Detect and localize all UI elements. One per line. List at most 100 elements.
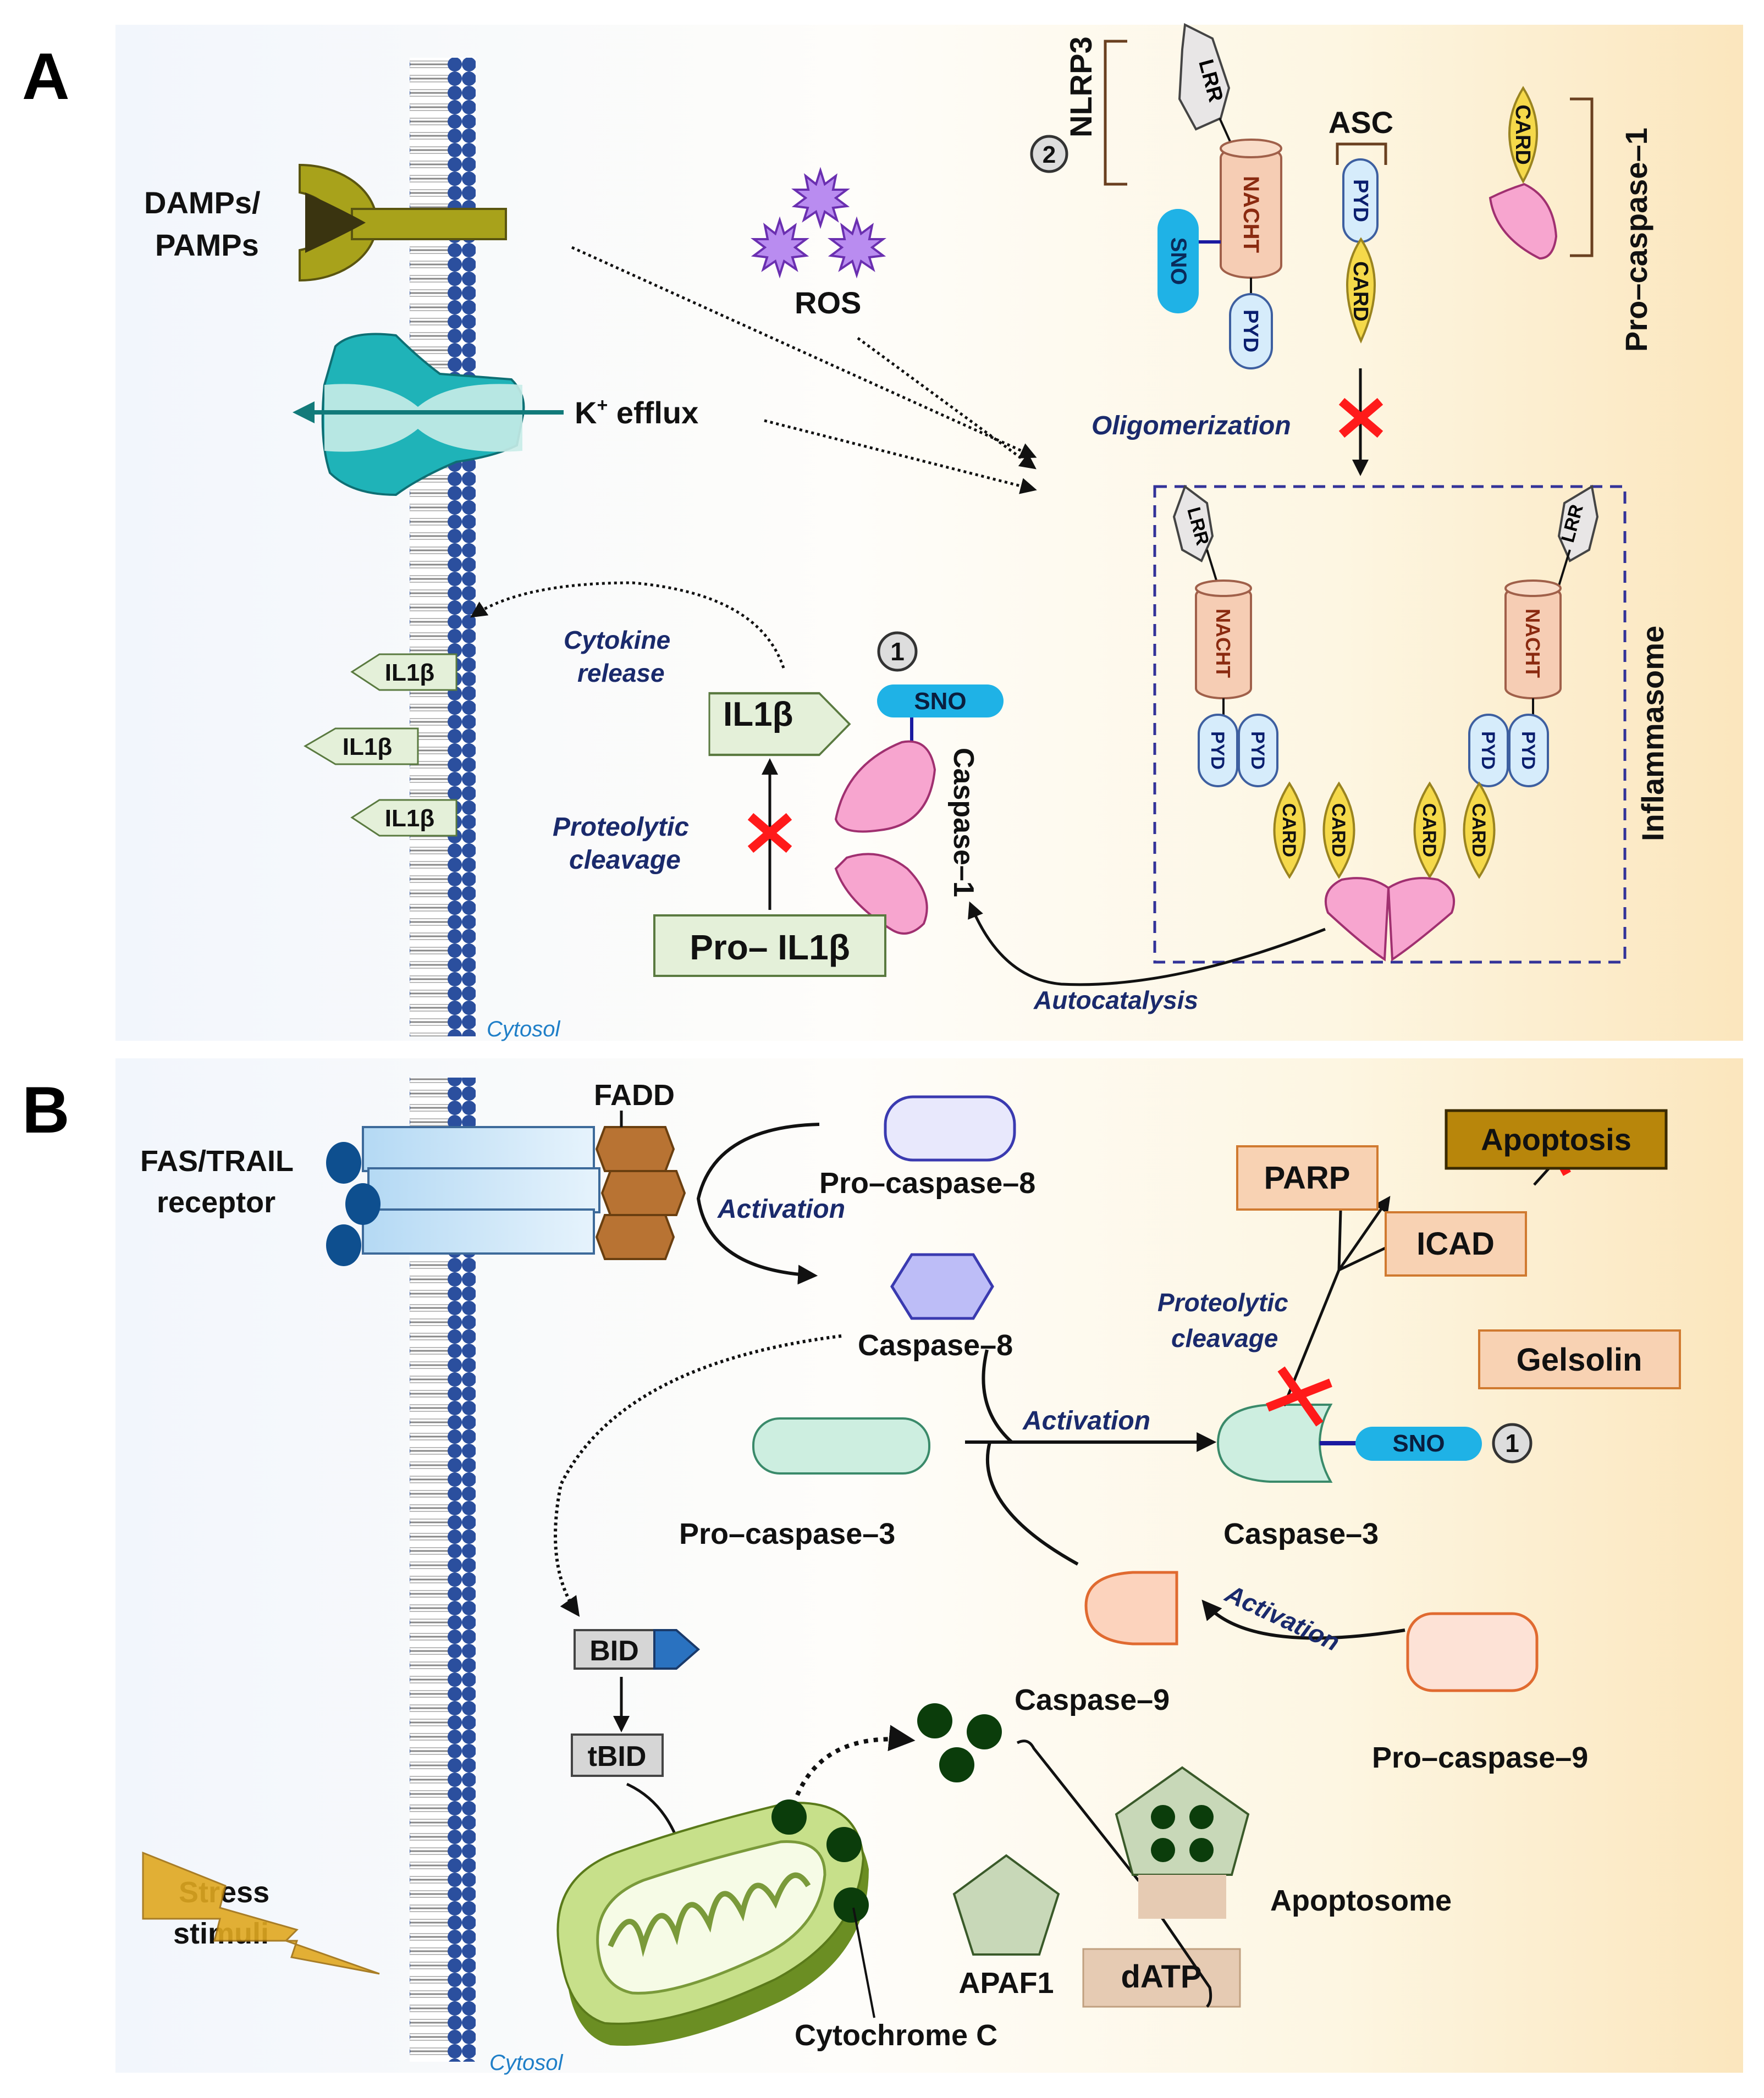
svg-text:IL1β: IL1β <box>385 659 434 686</box>
inhibition-x-icon <box>747 813 792 853</box>
activation-label-1: Activation <box>717 1195 845 1224</box>
autocatalysis-arrow <box>968 901 1326 986</box>
svg-text:NACHT: NACHT <box>1522 609 1544 678</box>
pro-caspase8-label: Pro–caspase–8 <box>819 1167 1035 1200</box>
caspase8-label: Caspase–8 <box>858 1329 1013 1362</box>
asc-label: ASC <box>1328 105 1393 140</box>
tbid-label: tBID <box>588 1741 647 1773</box>
panel-a: A Cytosol DAMPs/ PAMPs K+ efflux ROS <box>22 23 1743 1041</box>
apaf1-label: APAF1 <box>958 1967 1054 2000</box>
icad-box <box>1385 1211 1527 1277</box>
stimuli-arrows <box>571 246 1037 494</box>
asc-protein: PYD CARD <box>1342 158 1379 344</box>
autocatalysis-label: Autocatalysis <box>1033 986 1198 1014</box>
pro-caspase9-label: Pro–caspase–9 <box>1372 1741 1588 1774</box>
svg-text:CARD: CARD <box>1349 261 1372 322</box>
caspase9-shape <box>1084 1571 1178 1646</box>
lrr-domain <box>1178 23 1231 131</box>
bid-label: BID <box>589 1635 639 1667</box>
apoptosome-label: Apoptosome <box>1270 1884 1452 1917</box>
tbid-box <box>571 1733 664 1777</box>
secreted-il1b <box>350 799 457 837</box>
caspase8-to-bid-arrow <box>554 1334 842 1617</box>
panel-b-letter: B <box>22 1073 70 1147</box>
nlrp3-label: NLRP3 <box>1063 36 1098 137</box>
marker-1-icon-b <box>1492 1423 1533 1464</box>
svg-text:IL1β: IL1β <box>385 805 434 832</box>
fadd-label: FADD <box>594 1079 675 1112</box>
inflammasome-label: Inflammasome <box>1635 626 1670 841</box>
cytochrome-release-arrow <box>795 1725 916 1796</box>
sno-domain <box>1157 209 1199 313</box>
caspase9-input-curve <box>986 1442 1079 1566</box>
asc-bracket <box>1336 142 1387 165</box>
proteolytic-cleavage-b-line1: cleavage <box>1171 1324 1278 1352</box>
fadd-domain <box>595 1214 675 1260</box>
potassium-channel <box>293 333 564 496</box>
svg-text:CARD: CARD <box>1511 104 1534 165</box>
pro-caspase9-shape <box>1406 1612 1539 1692</box>
inhibition-x-icon <box>1266 1366 1332 1427</box>
icad-label: ICAD <box>1416 1226 1495 1262</box>
pro-caspase3-label: Pro–caspase–3 <box>679 1517 895 1550</box>
receptor-label-line2: receptor <box>157 1186 275 1219</box>
marker-1-label-b: 1 <box>1505 1429 1519 1457</box>
lightning-bolt-icon <box>142 1851 380 1975</box>
marker-2-icon <box>1030 135 1068 173</box>
secreted-il1b <box>350 653 457 691</box>
inflammasome-box <box>1153 485 1627 964</box>
caspase1-label: Caspase–1 <box>947 748 979 897</box>
marker-1-label: 1 <box>890 637 905 666</box>
ros-icon <box>751 167 886 279</box>
pro-caspase8-shape <box>884 1095 1016 1162</box>
pattern-recognition-receptor <box>299 163 507 282</box>
svg-text:NACHT: NACHT <box>1212 609 1234 678</box>
pro-il1b-box <box>653 914 886 977</box>
inhibition-x-icon <box>1338 397 1383 438</box>
parp-label: PARP <box>1264 1160 1350 1196</box>
marker-2-label: 2 <box>1043 141 1056 168</box>
apaf1-shape <box>952 1854 1060 1956</box>
proteolytic-cleavage-a-line2: cleavage <box>569 846 681 875</box>
svg-text:SNO: SNO <box>914 688 966 715</box>
svg-text:PYD: PYD <box>1239 310 1262 352</box>
proteolytic-cleavage-a-line1: Proteolytic <box>553 813 689 842</box>
caspase8-activation-arrow <box>696 1123 820 1285</box>
svg-text:CARD: CARD <box>1328 803 1349 857</box>
nlrp3-monomer: LRR NACHT SNO PYD <box>1157 23 1282 369</box>
pro-caspase-1-label: Pro–caspase–1 <box>1619 128 1653 352</box>
damps-label-line1: DAMPs/ <box>144 185 261 220</box>
caspase1-subunit <box>834 853 928 935</box>
svg-text:PYD: PYD <box>1349 179 1372 222</box>
svg-text:PYD: PYD <box>1518 731 1539 770</box>
apoptosis-box <box>1445 1109 1668 1170</box>
pro-caspase3-shape <box>752 1417 930 1475</box>
svg-text:CARD: CARD <box>1419 803 1440 857</box>
svg-text:CARD: CARD <box>1278 803 1299 857</box>
gelsolin-label: Gelsolin <box>1517 1342 1642 1378</box>
ros-label: ROS <box>795 285 861 320</box>
caspase8-input-curve <box>982 1349 1013 1444</box>
svg-text:SNO: SNO <box>1166 238 1190 285</box>
mitochondrion-icon <box>556 1799 869 2046</box>
cytosol-label-a: Cytosol <box>487 1017 560 1041</box>
svg-text:PYD: PYD <box>1478 731 1498 770</box>
proteolytic-cleavage-b-line1: Proteolytic <box>1157 1288 1288 1317</box>
svg-text:PYD: PYD <box>1207 731 1228 770</box>
cytochrome-c-label: Cytochrome C <box>795 2019 997 2052</box>
pro-il1b-label: Pro– IL1β <box>690 927 850 967</box>
caspase9-activation-arrow <box>1201 1599 1405 1640</box>
datp-label: dATP <box>1121 1959 1201 1995</box>
damps-label-line2: PAMPs <box>155 228 259 262</box>
cytosol-label-b: Cytosol <box>489 2051 563 2075</box>
pyd-domain <box>1229 293 1273 369</box>
cytokine-release-line1: Cytokine <box>564 626 670 654</box>
inflammasome-complex: LRR NACHT PYD PYD CARD CARD LRR NACHT PY… <box>1172 484 1599 962</box>
cell-membrane-a <box>410 58 476 1036</box>
secreted-il1b <box>304 727 419 765</box>
k-efflux-label: K+ efflux <box>575 395 698 430</box>
svg-text:IL1β: IL1β <box>343 733 392 760</box>
receptor-label-line1: FAS/TRAIL <box>140 1145 294 1178</box>
activation-label-2: Activation <box>1022 1406 1150 1436</box>
cytochrome-c-pointer <box>852 1907 875 2018</box>
